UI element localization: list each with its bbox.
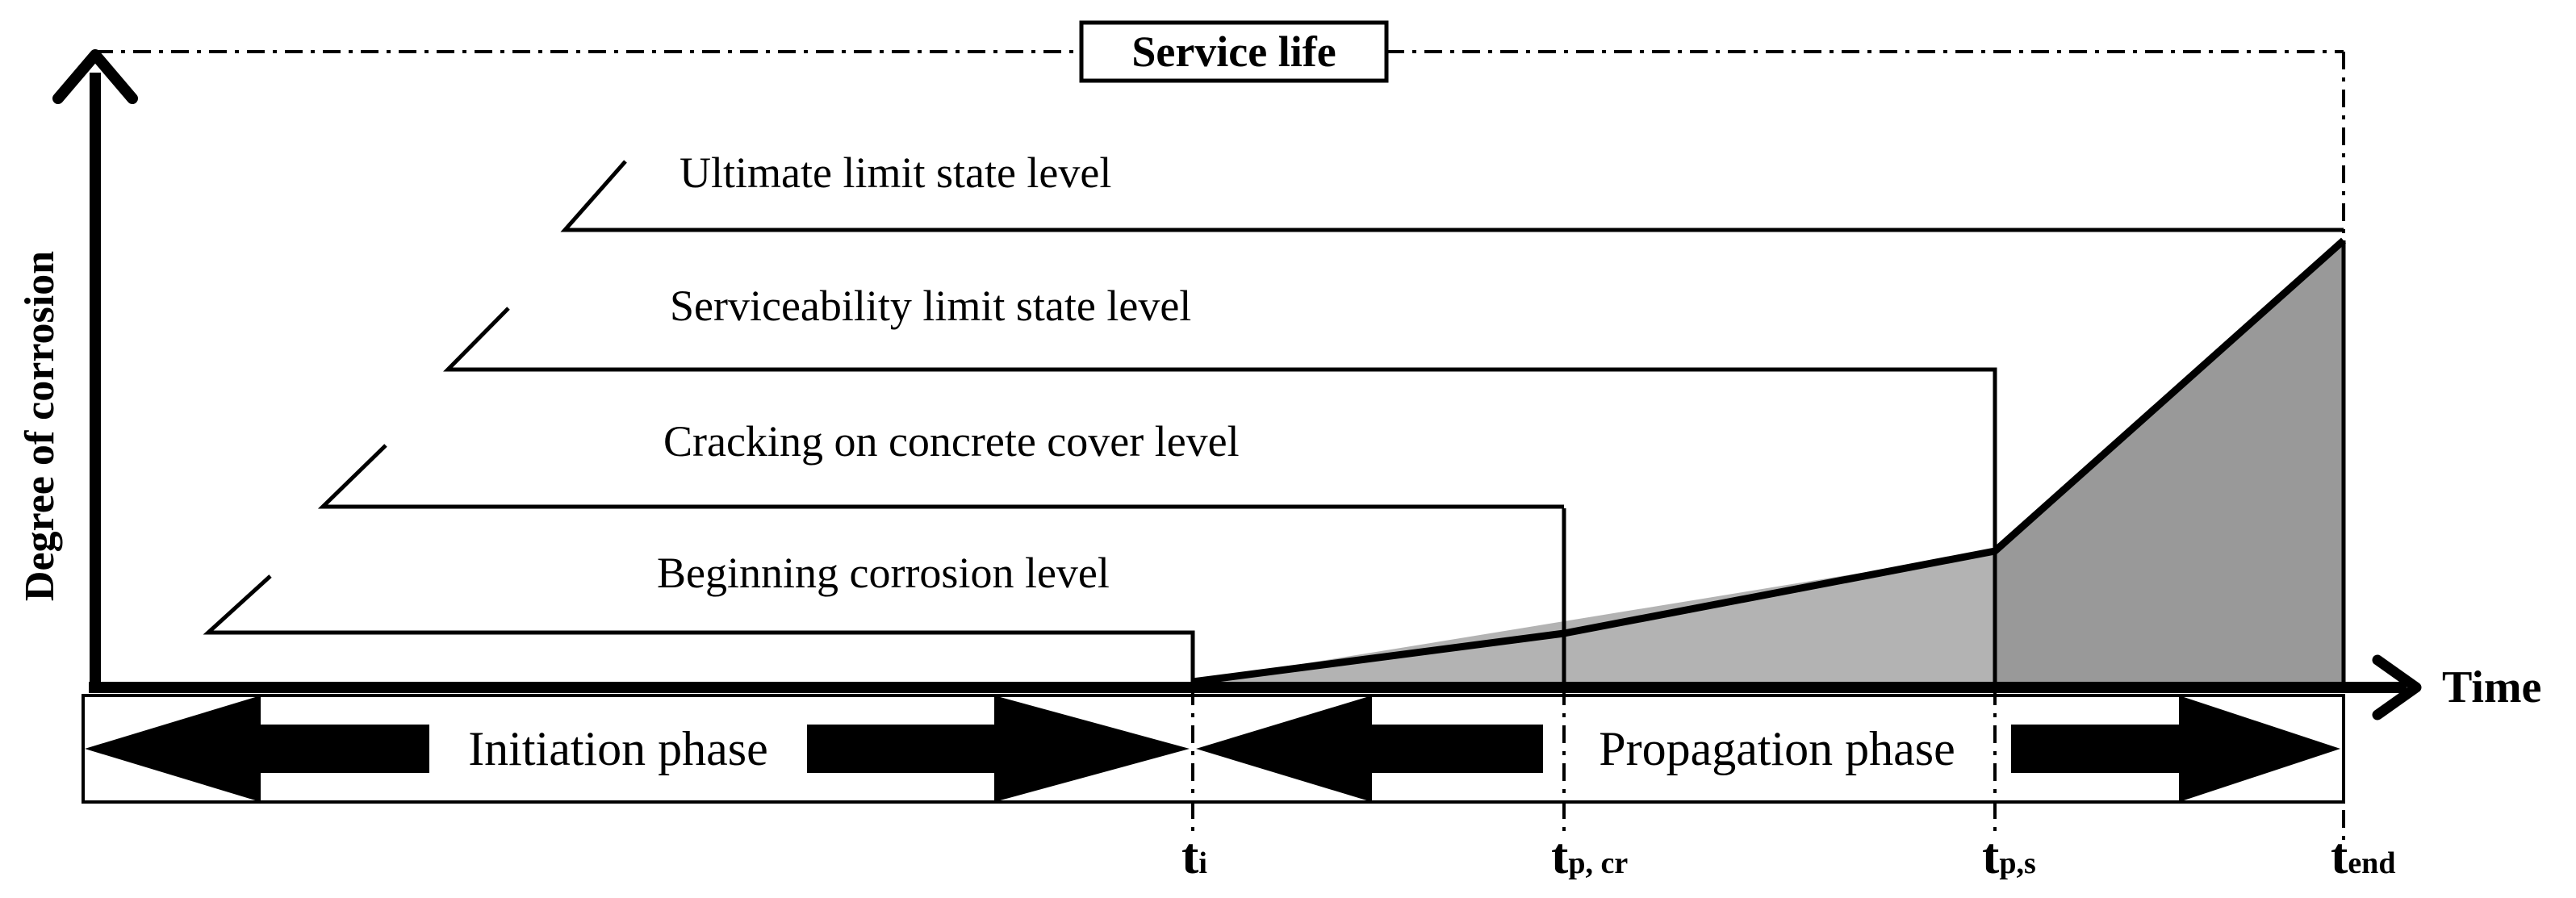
time-marker-tend: tend	[2331, 827, 2395, 884]
phase-band	[82, 694, 2345, 804]
y-axis-label: Degree of corrosion	[17, 251, 63, 601]
propagation-right-arrow	[2011, 695, 2340, 802]
propagation-area-light	[1193, 551, 1995, 684]
propagation-area-dark	[1995, 240, 2344, 684]
time-marker-ti: ti	[1181, 827, 1207, 884]
level-label-beginning: Beginning corrosion level	[657, 549, 1110, 597]
y-axis-arrowhead	[52, 49, 138, 104]
service-life-title: Service life	[1131, 27, 1336, 76]
propagation-left-arrow	[1196, 695, 1543, 802]
x-axis-arrowhead	[2372, 654, 2422, 720]
level-label-ultimate: Ultimate limit state level	[680, 148, 1111, 197]
initiation-phase-label: Initiation phase	[468, 722, 768, 775]
level-line-ultimate	[560, 160, 2344, 232]
initiation-left-arrow	[85, 695, 429, 802]
level-line-serviceability	[443, 307, 1997, 379]
level-line-cracking	[317, 444, 1564, 509]
corrosion-curve	[1192, 237, 2346, 686]
service-life-title-box	[1079, 20, 1389, 83]
propagation-phase-label: Propagation phase	[1599, 722, 1955, 775]
level-label-serviceability: Serviceability limit state level	[670, 282, 1191, 330]
x-axis-label: Time	[2442, 662, 2541, 712]
level-line-beginning	[203, 574, 1195, 684]
time-marker-tps: tp,s	[1982, 827, 2036, 884]
time-marker-tpcr: tp, cr	[1551, 827, 1628, 884]
level-label-cracking: Cracking on concrete cover level	[663, 417, 1240, 466]
initiation-right-arrow	[807, 695, 1190, 802]
